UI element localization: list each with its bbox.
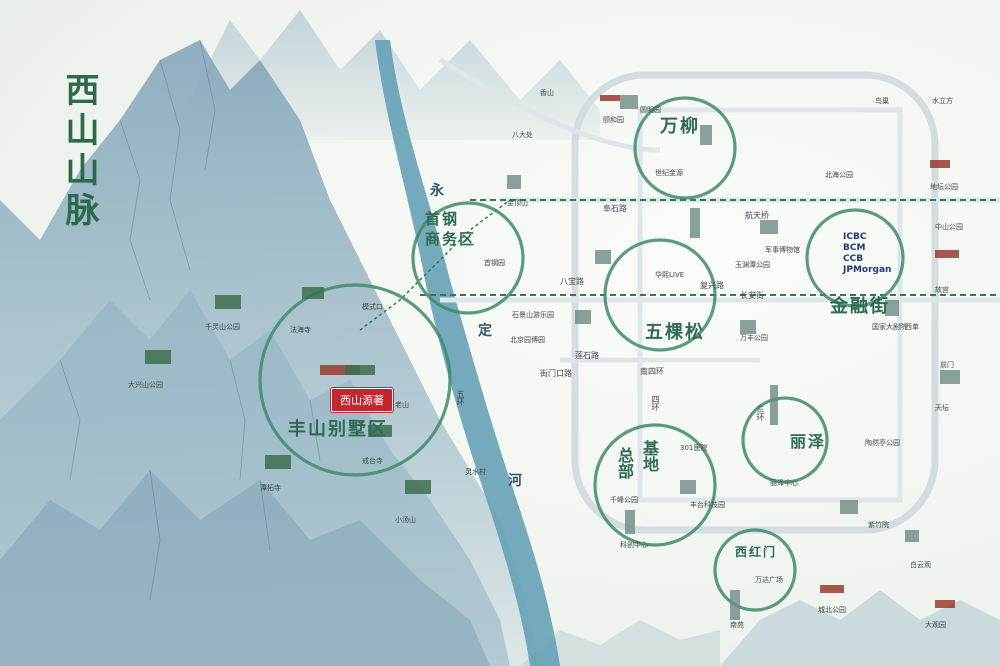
place-xidan: 西单 (905, 323, 919, 331)
road-fuxing: 复兴路 (700, 281, 724, 290)
map-title: 西山山脉 (59, 72, 99, 232)
place-yuyuantan: 玉渊潭公园 (735, 261, 770, 269)
zone-zongbu-1[interactable]: 总部 (615, 447, 634, 479)
zone-shougang-top[interactable]: 首钢 (425, 210, 460, 228)
place-lizecenter: 丽泽中心 (770, 479, 798, 487)
road-jiekou: 街门口路 (540, 369, 572, 378)
road-fushi: 阜石路 (603, 204, 627, 213)
place-jietai: 戒台寺 (362, 457, 383, 465)
place-qianfeng: 千峰公园 (610, 496, 638, 504)
bank-icbc: ICBC (843, 232, 867, 242)
circle-fengshan (258, 283, 452, 477)
zone-wukesong[interactable]: 五棵松 (645, 322, 705, 343)
place-xiaotang: 小汤山 (395, 516, 416, 524)
place-chengbei: 城北公园 (818, 606, 846, 614)
place-zhongshan: 中山公园 (935, 223, 963, 231)
road-lianshi: 莲石路 (575, 351, 599, 360)
zone-wanliu[interactable]: 万柳 (660, 116, 700, 137)
circle-xihongmen (713, 528, 797, 612)
road-babao: 八宝路 (560, 277, 584, 286)
circle-wukesong (603, 238, 717, 352)
river-label-yongding-3: 河 (508, 473, 522, 489)
road-sihuan: 四环 (651, 395, 660, 411)
place-lingshui: 灵水村 (465, 468, 486, 476)
place-ditan: 地坛公园 (930, 183, 958, 191)
zone-fengshan[interactable]: 丰山别墅区 (288, 419, 388, 440)
place-wukesong-arena: 华熙LIVE (655, 271, 685, 279)
bank-jpmorgan: JPMorgan (843, 265, 892, 275)
place-fengtai: 丰台科技园 (690, 501, 725, 509)
place-nanyuan: 南苑 (730, 621, 744, 629)
zone-shougang-bottom[interactable]: 商务区 (425, 230, 477, 248)
zone-lize[interactable]: 丽泽 (790, 432, 827, 451)
place-taoranting: 陶然亭公园 (865, 439, 900, 447)
road-nansihuan: 南四环 (640, 367, 664, 376)
place-shougang-park: 首钢园 (484, 259, 505, 267)
place-tiantan: 天坛 (935, 404, 949, 412)
place-fahai: 法海寺 (290, 326, 311, 334)
bank-bcm: BCM (843, 243, 866, 253)
place-shijie: 世纪金源 (655, 169, 683, 177)
place-niaochao: 鸟巢 (875, 97, 889, 105)
place-daguan: 大观园 (925, 621, 946, 629)
place-shijingshan: 石景山游乐园 (512, 311, 554, 319)
place-xiangshan: 香山 (540, 89, 554, 97)
river-label-yongding-2: 定 (478, 323, 492, 339)
place-beihai: 北海公园 (825, 171, 853, 179)
place-qianmen: 前门 (940, 361, 954, 369)
place-qianling: 千灵山公园 (205, 323, 240, 331)
road-sanhuan: 三环 (756, 405, 765, 421)
river-label-yongding-1: 永 (430, 183, 444, 199)
place-wanda: 万达广场 (755, 576, 783, 584)
bank-logos: ICBC BCM CCB JPMorgan (843, 232, 891, 276)
place-moshikou: 模式口 (362, 303, 383, 311)
place-jindingshan: 金顶山 (507, 199, 528, 207)
place-zizhuyuan: 紫竹院 (868, 521, 889, 529)
place-dashanzi: 大兴山公园 (128, 381, 163, 389)
zone-jinrongjie[interactable]: 金融街 (830, 296, 890, 317)
place-shuilifang: 水立方 (932, 97, 953, 105)
road-changan: 长安街 (740, 291, 764, 300)
project-badge[interactable]: 西山源著 (331, 388, 393, 412)
road-wuhuan: 五环 (456, 390, 465, 406)
place-baiyun: 白云观 (910, 561, 931, 569)
place-tanzhe: 潭柘寺 (260, 484, 281, 492)
circle-shougang (411, 201, 525, 315)
road-hangtian: 航天桥 (745, 211, 769, 220)
circle-zongbu (593, 423, 717, 547)
circle-lize (741, 396, 829, 484)
place-hospital301: 301医院 (680, 444, 708, 452)
zone-xihongmen[interactable]: 西红门 (735, 545, 778, 559)
place-badachu: 八大处 (512, 131, 533, 139)
bank-ccb: CCB (843, 254, 864, 264)
place-kechuang: 科创中心 (620, 541, 648, 549)
circle-wanliu (633, 96, 737, 200)
place-yuanmingyuan: 圆明园 (640, 106, 661, 114)
place-cbd: 国家大剧院 (872, 323, 907, 331)
place-gugong: 故宫 (935, 286, 949, 294)
place-beijing-garden: 北京园博园 (510, 336, 545, 344)
circle-jinrongjie (805, 208, 905, 308)
zone-zongbu-2[interactable]: 基地 (640, 440, 659, 472)
place-yiheyuan: 颐和园 (603, 116, 624, 124)
place-wanfeng: 万丰公园 (740, 334, 768, 342)
place-laoshan: 老山 (395, 401, 409, 409)
place-junbo: 军事博物馆 (765, 246, 800, 254)
